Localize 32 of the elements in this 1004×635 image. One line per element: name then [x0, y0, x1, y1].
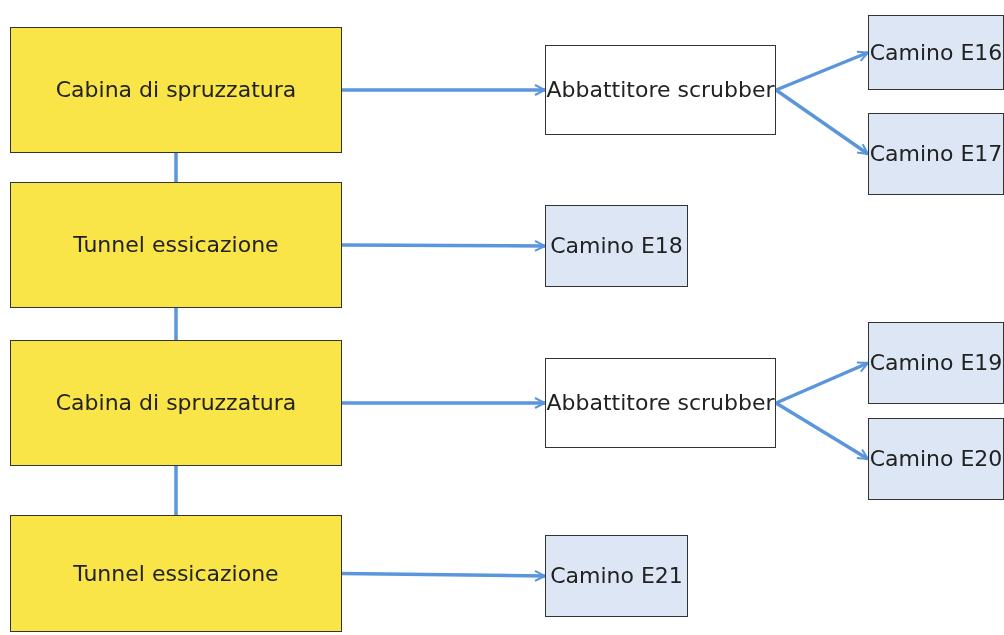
node-label: Abbattitore scrubber [546, 389, 775, 418]
stack-box [868, 322, 1004, 404]
arrow [775, 50, 869, 92]
node-label: Camino E18 [550, 232, 683, 261]
stack-box [868, 113, 1004, 195]
stack-box [545, 535, 688, 617]
node-label: Abbattitore scrubber [546, 76, 775, 105]
node-label: Cabina di spruzzatura [55, 389, 297, 418]
node-label: Camino E19 [869, 349, 1003, 378]
node-label: Cabina di spruzzatura [55, 76, 297, 105]
node-label: Tunnel essicazione [73, 231, 279, 260]
process-box [10, 515, 342, 632]
node-label: Tunnel essicazione [73, 559, 279, 588]
arrow [342, 84, 546, 96]
process-box [10, 182, 342, 308]
node-label: Camino E21 [550, 562, 683, 591]
stack-box [868, 418, 1004, 500]
arrow [342, 397, 546, 409]
arrow [775, 361, 869, 405]
stack-box [868, 15, 1004, 90]
node-label: Camino E16 [869, 38, 1003, 67]
process-box [10, 340, 342, 466]
node-label: Camino E20 [869, 445, 1003, 474]
stack-box [545, 205, 688, 287]
arrow [342, 239, 546, 252]
process-box [10, 27, 342, 153]
node-label: Camino E17 [869, 140, 1003, 169]
arrow [775, 401, 869, 461]
arrow [775, 88, 869, 156]
scrubber-box [545, 358, 776, 448]
scrubber-box [545, 45, 776, 135]
arrow [341, 569, 546, 582]
